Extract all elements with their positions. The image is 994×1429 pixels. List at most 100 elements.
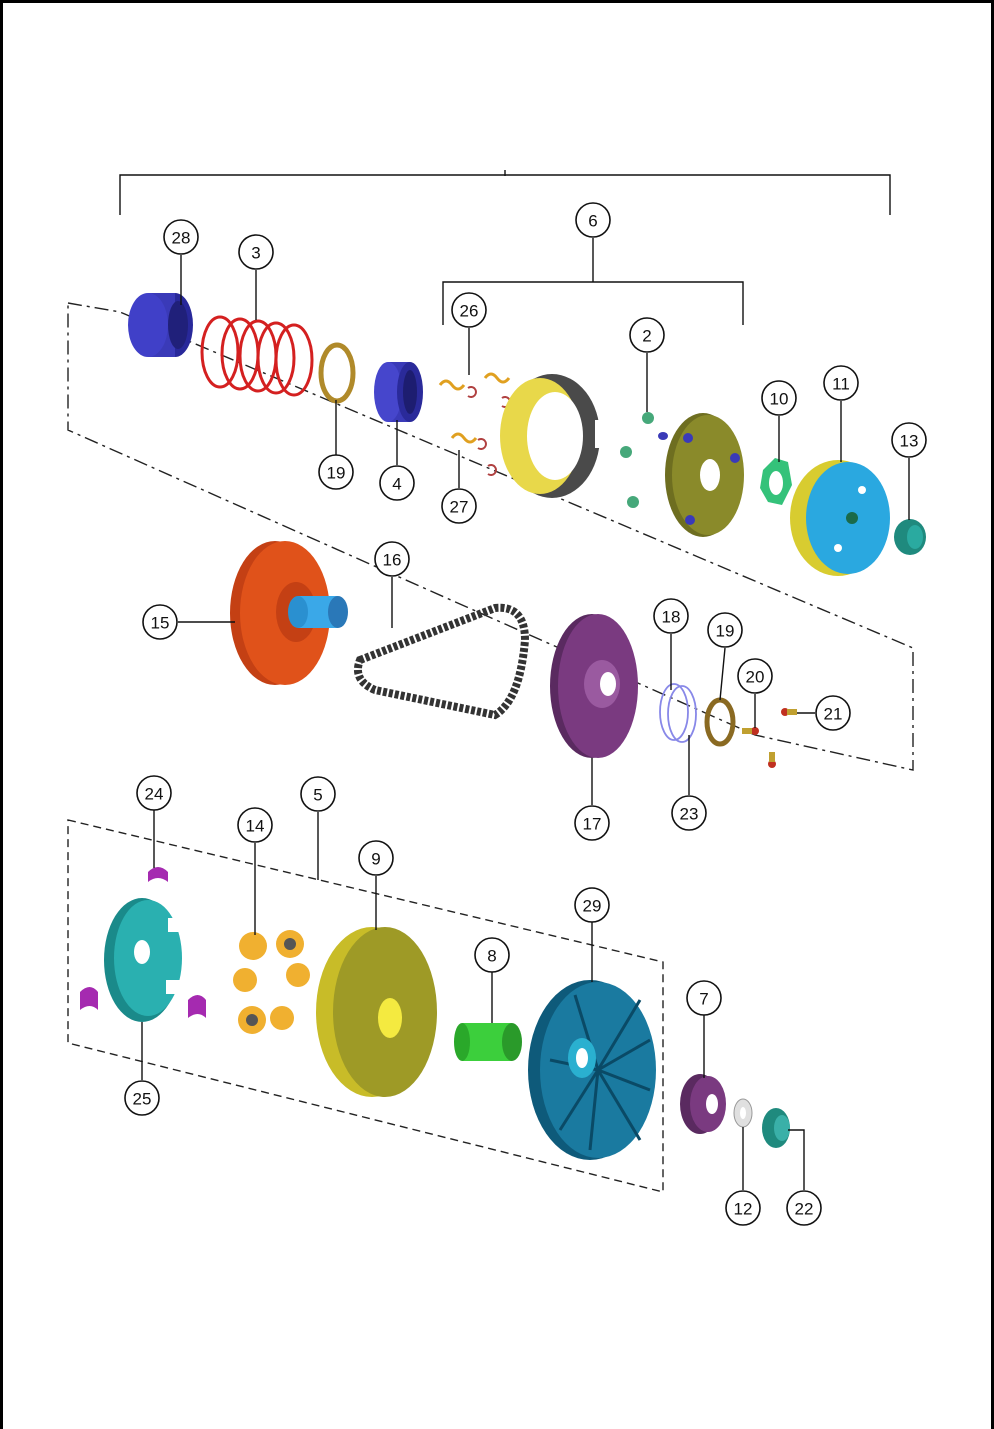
- callout-6: 6: [575, 202, 611, 238]
- callout-23: 23: [671, 795, 707, 831]
- callout-8: 8: [474, 937, 510, 973]
- callout-circle: [238, 234, 274, 270]
- callout-number: 13: [900, 432, 919, 451]
- callout-number: 6: [588, 212, 597, 231]
- callout-13: 13: [891, 422, 927, 458]
- callout-number: 16: [383, 551, 402, 570]
- part-14-rollers: [233, 930, 310, 1034]
- part-28-blue-collar: [128, 293, 193, 357]
- part-13-nut: [894, 519, 926, 555]
- callout-number: 19: [716, 622, 735, 641]
- callout-14: 14: [237, 807, 273, 843]
- part-29-fan-pulley: [528, 980, 656, 1160]
- callout-circle: [142, 604, 178, 640]
- callout-11: 11: [823, 365, 859, 401]
- callout-number: 7: [699, 990, 708, 1009]
- callout-19: 19: [318, 454, 354, 490]
- callout-number: 20: [746, 668, 765, 687]
- callout-9: 9: [358, 840, 394, 876]
- callout-circle: [823, 365, 859, 401]
- callout-number: 23: [680, 805, 699, 824]
- callout-circle: [575, 202, 611, 238]
- callout-22: 22: [786, 1190, 822, 1226]
- callout-7: 7: [686, 980, 722, 1016]
- part-10-nut: [760, 458, 792, 505]
- callout-circle: [379, 465, 415, 501]
- callout-circle: [725, 1190, 761, 1226]
- part-4-blue-collar: [374, 362, 423, 422]
- callout-number: 3: [251, 244, 260, 263]
- part-clutch-shoes: [500, 374, 605, 498]
- callout-number: 21: [824, 705, 843, 724]
- callout-circle: [629, 317, 665, 353]
- part-8-sleeve: [454, 1023, 522, 1061]
- callout-24: 24: [136, 775, 172, 811]
- callout-circle: [891, 422, 927, 458]
- callout-circle: [761, 380, 797, 416]
- part-19-washer-2: [704, 697, 736, 747]
- callout-circle: [358, 840, 394, 876]
- callout-number: 11: [832, 375, 850, 394]
- callout-circle: [451, 292, 487, 328]
- part-clutch-plate: [665, 413, 744, 537]
- part-20-21-bolts: [742, 708, 797, 768]
- callout-25: 25: [124, 1080, 160, 1116]
- callout-26: 26: [451, 292, 487, 328]
- callout-circle: [786, 1190, 822, 1226]
- part-3-red-spring: [200, 315, 314, 397]
- callout-circle: [374, 541, 410, 577]
- callout-number: 9: [371, 850, 380, 869]
- callout-27: 27: [441, 488, 477, 524]
- part-27-clip-spring: [450, 432, 497, 476]
- part-26-clip-spring: [438, 372, 511, 408]
- callout-number: 14: [246, 817, 265, 836]
- callout-12: 12: [725, 1190, 761, 1226]
- callout-circle: [318, 454, 354, 490]
- part-2-pins: [620, 412, 668, 508]
- callout-balloons: 2831946262721011131516171819202123241459…: [124, 202, 927, 1226]
- callout-circle: [707, 612, 743, 648]
- part-7-nut: [680, 1074, 726, 1134]
- callout-number: 12: [734, 1200, 753, 1219]
- callout-5: 5: [300, 776, 336, 812]
- callout-circle: [574, 805, 610, 841]
- group-outline-upper: [67, 302, 914, 771]
- callout-number: 19: [327, 464, 346, 483]
- part-19-washer: [318, 342, 356, 404]
- callout-circle: [124, 1080, 160, 1116]
- group-outline-lower: [67, 819, 664, 1193]
- callout-number: 28: [172, 229, 191, 248]
- callout-29: 29: [574, 887, 610, 923]
- callout-circle: [574, 887, 610, 923]
- callout-number: 18: [662, 608, 681, 627]
- callout-circle: [737, 658, 773, 694]
- callout-number: 10: [770, 390, 789, 409]
- leader-lines: [141, 255, 910, 1190]
- callout-17: 17: [574, 805, 610, 841]
- callout-3: 3: [238, 234, 274, 270]
- callout-16: 16: [374, 541, 410, 577]
- part-17-driven-pulley: [550, 614, 638, 758]
- callout-circle: [815, 695, 851, 731]
- callout-number: 29: [583, 897, 602, 916]
- part-22-nut: [762, 1108, 790, 1148]
- callout-28: 28: [163, 219, 199, 255]
- part-25-ramp-plate: [104, 898, 182, 1022]
- callout-number: 8: [487, 947, 496, 966]
- part-15-fixed-pulley: [230, 541, 348, 685]
- callout-number: 17: [583, 815, 602, 834]
- callout-10: 10: [761, 380, 797, 416]
- callout-circle: [237, 807, 273, 843]
- callout-19: 19: [707, 612, 743, 648]
- part-9-variator: [316, 927, 437, 1097]
- callout-number: 27: [450, 498, 469, 517]
- part-16-drive-belt: [353, 603, 530, 720]
- callout-circle: [671, 795, 707, 831]
- callout-number: 25: [133, 1090, 152, 1109]
- callout-circle: [136, 775, 172, 811]
- callout-15: 15: [142, 604, 178, 640]
- assembly-bracket-6: [442, 238, 744, 325]
- part-12-washer: [733, 1098, 753, 1128]
